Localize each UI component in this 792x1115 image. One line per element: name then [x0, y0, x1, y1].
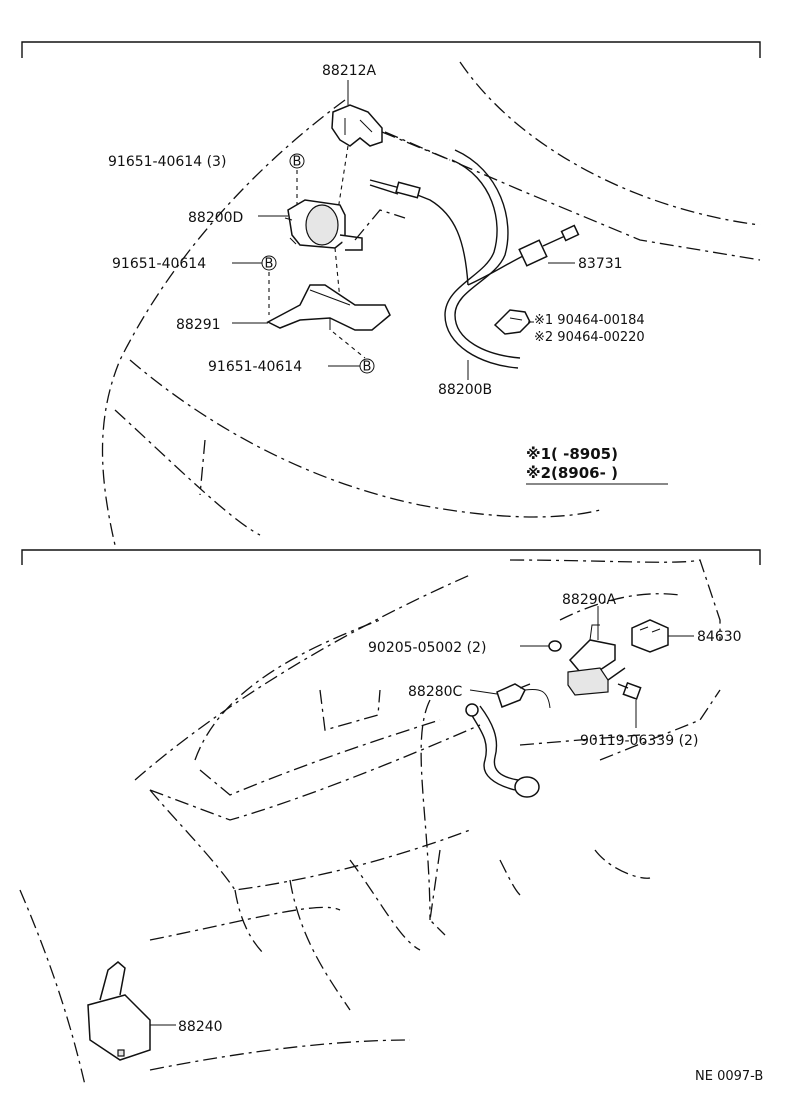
label-88290A: 88290A	[562, 592, 617, 608]
label-91651-40614-c: 91651-40614	[208, 359, 302, 375]
svg-text:B: B	[363, 360, 372, 375]
label-90205-05002: 90205-05002 (2)	[368, 640, 486, 656]
label-91651-40614-3: 91651-40614 (3)	[108, 154, 226, 170]
switch-84630	[631, 619, 669, 653]
diagram-code: NE 0097-B	[695, 1069, 763, 1084]
marker-b-3	[359, 358, 375, 374]
label-88200B: 88200B	[438, 382, 492, 398]
label-90464-00220: ※2 90464-00220	[534, 330, 645, 345]
upper-section: 88212A 91651-40614 (3) B 88200D 91651-40…	[21, 41, 761, 546]
hose-88200B-inner	[444, 159, 519, 369]
vacuum-hose	[469, 711, 516, 791]
label-88280C: 88280C	[408, 684, 463, 700]
svg-text:B: B	[265, 257, 274, 272]
fender-outline	[101, 99, 346, 546]
upper-frame	[21, 41, 761, 58]
actuator-88200D	[284, 199, 363, 251]
bumper-outline	[129, 359, 601, 518]
bracket-88290A	[568, 624, 616, 673]
lower-frame	[21, 549, 761, 565]
label-88240: 88240	[178, 1019, 223, 1035]
clip-90464	[493, 309, 531, 335]
bracket-88291	[266, 284, 391, 331]
control-cable	[369, 179, 469, 286]
label-91651-40614-b: 91651-40614	[112, 256, 206, 272]
label-88200D: 88200D	[188, 210, 243, 226]
bumper-lower	[114, 409, 261, 536]
washer-90205	[548, 640, 562, 652]
hood-edge	[384, 131, 761, 261]
hose-88200B-outer	[454, 149, 521, 359]
hood-outline	[459, 61, 761, 226]
bolt-90119	[617, 682, 642, 700]
label-90119-06339: 90119-06339 (2)	[580, 733, 698, 749]
label-83731: 83731	[578, 256, 623, 272]
bracket-88212A	[331, 104, 383, 147]
svg-text:B: B	[293, 155, 302, 170]
rear-window-outline	[134, 574, 471, 781]
label-88212A: 88212A	[322, 63, 377, 79]
marker-b-2	[261, 255, 277, 271]
computer-88240	[87, 961, 151, 1061]
note-1: ※1( -8905)	[526, 445, 618, 463]
label-88291: 88291	[176, 317, 221, 333]
note-2: ※2(8906- )	[526, 464, 618, 482]
lower-actuator	[567, 667, 626, 696]
valve-88280C	[496, 683, 531, 708]
label-84630: 84630	[697, 629, 742, 645]
bumper-inner	[199, 439, 206, 496]
lower-section: 90205-05002 (2) 88290A 84630 90119-06339…	[19, 559, 763, 1086]
label-90464-00184: ※1 90464-00184	[534, 313, 645, 328]
marker-b-1	[289, 153, 305, 169]
cable-end-83731	[467, 224, 580, 286]
